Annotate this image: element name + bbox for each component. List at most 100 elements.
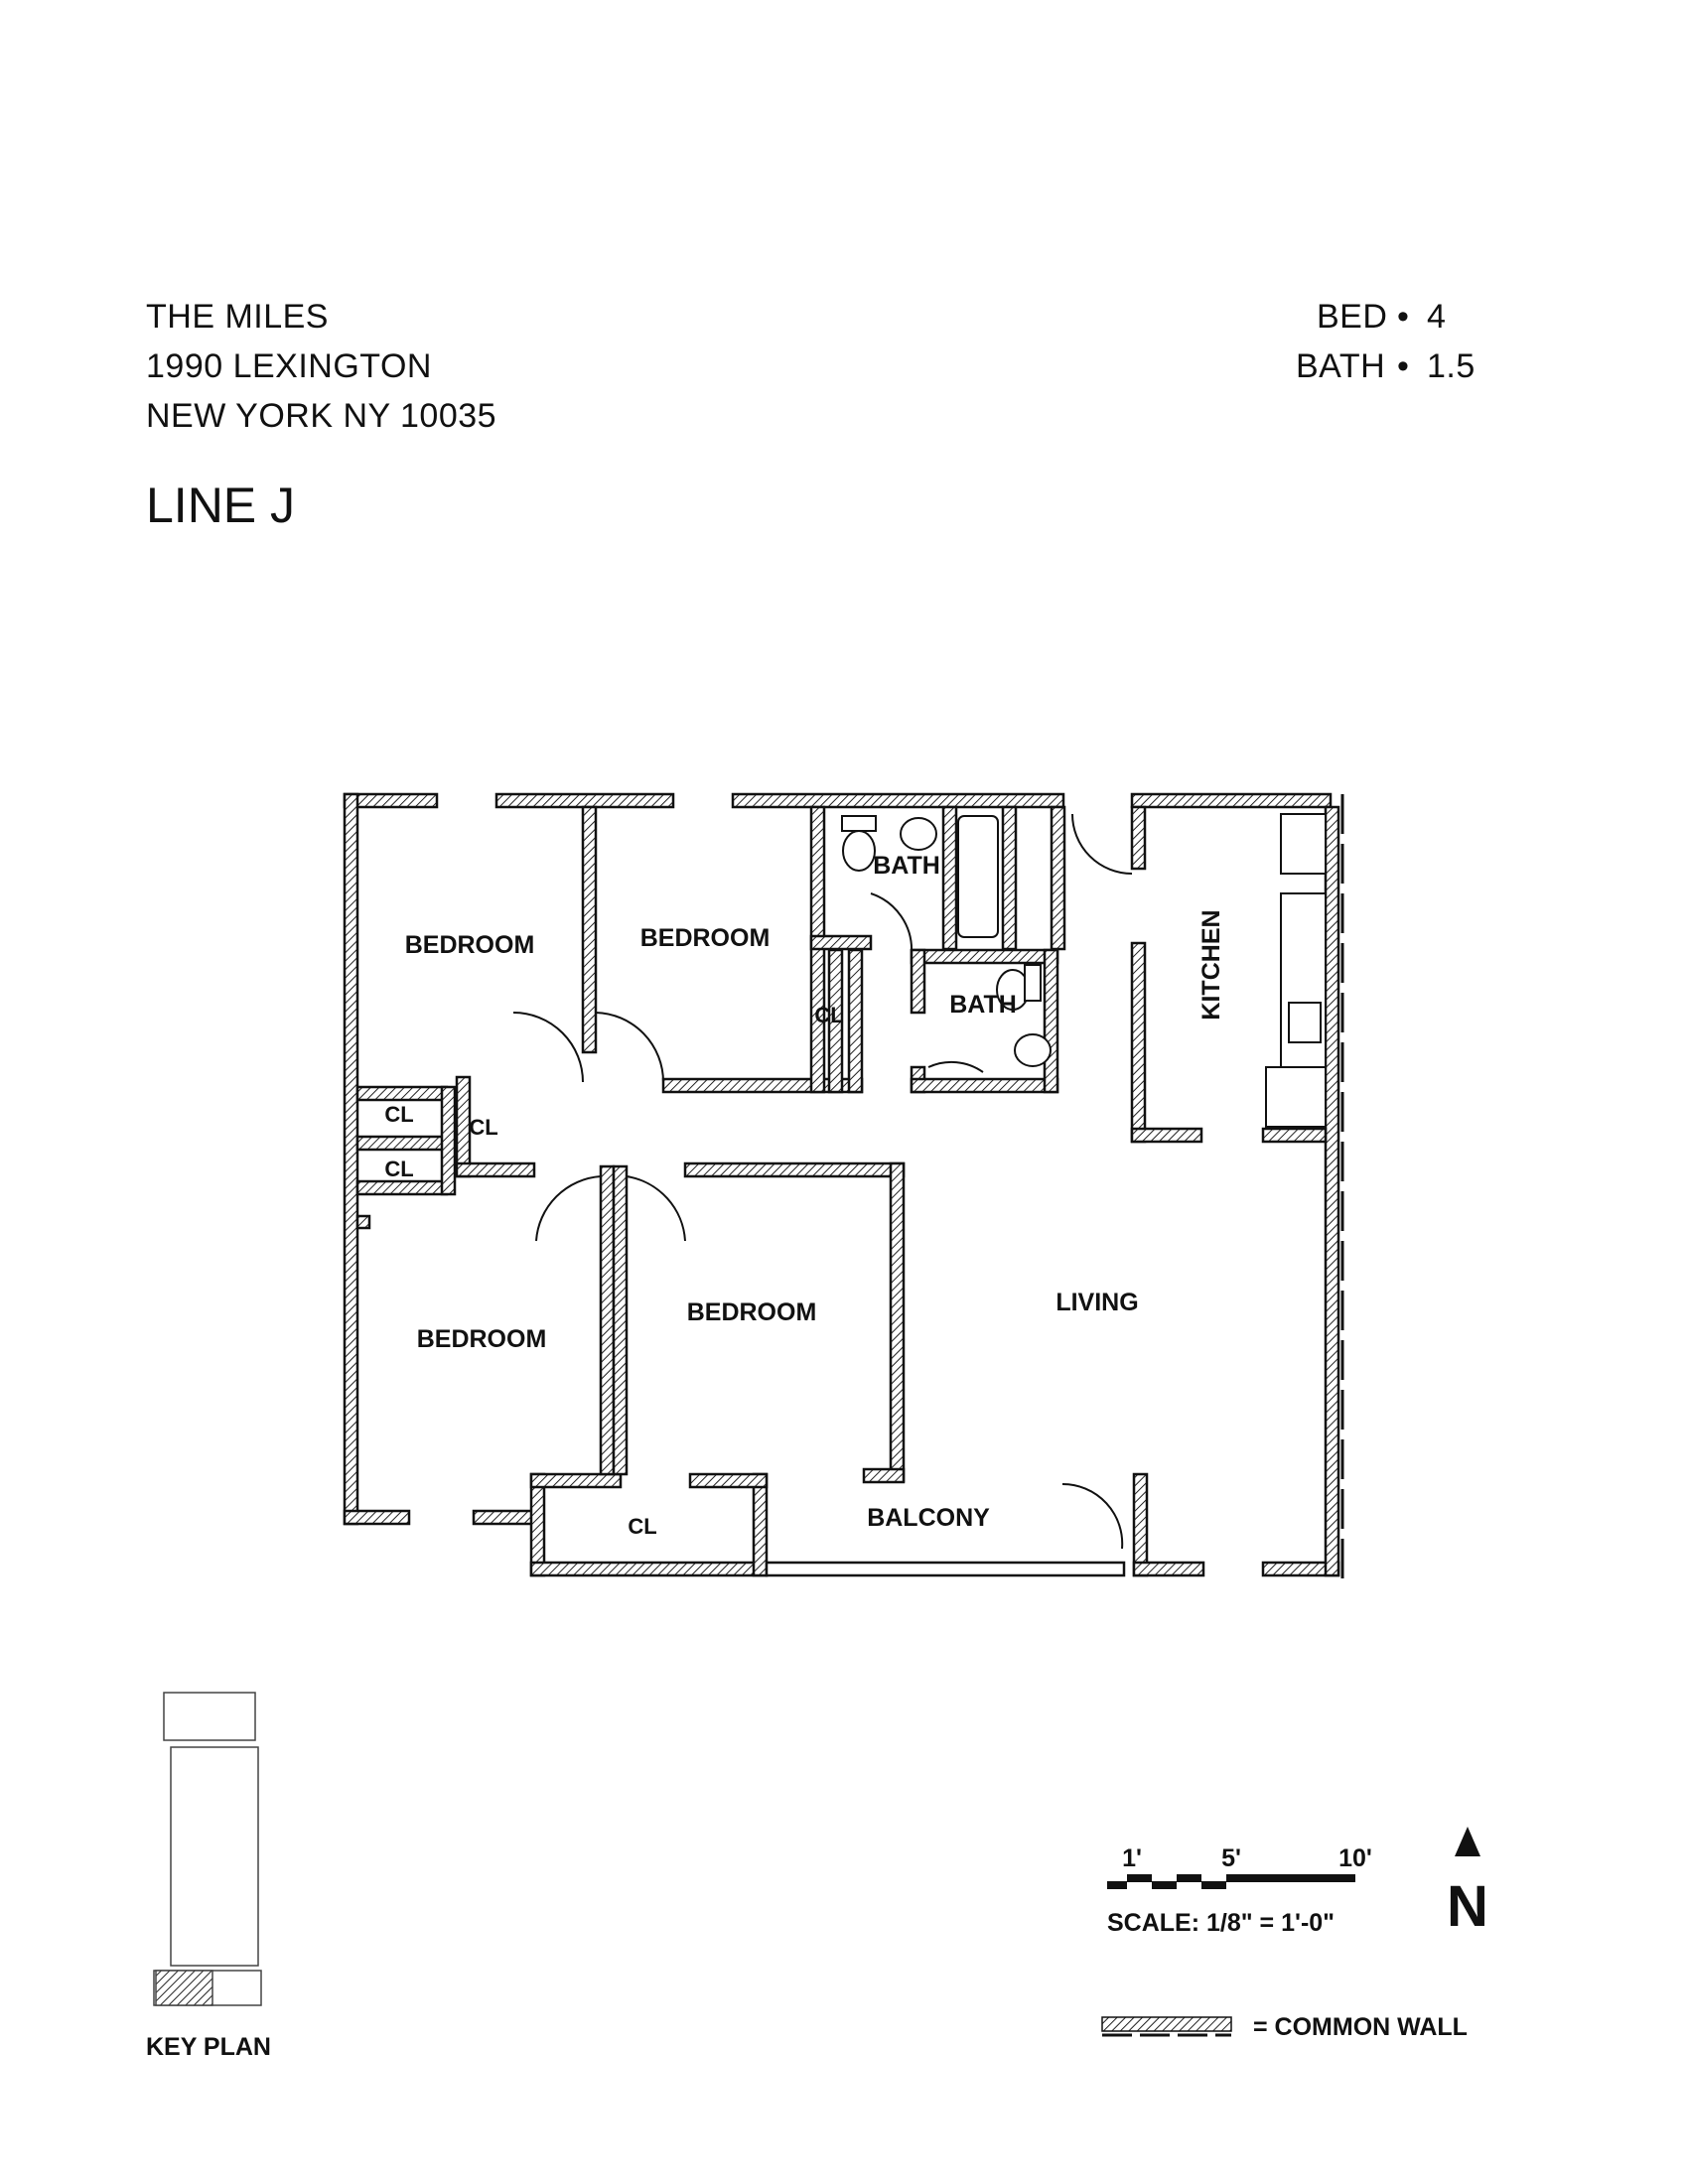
scale-tick-5: 5' [1221, 1844, 1241, 1872]
interior-wall [1050, 805, 1066, 951]
closet-wall [529, 1561, 769, 1577]
common-wall-right [1324, 805, 1340, 1577]
line-title: LINE J [146, 478, 296, 533]
door-swing [512, 1012, 584, 1083]
sink [900, 817, 937, 851]
exterior-wall [494, 792, 675, 809]
door-swing [1071, 813, 1133, 875]
balcony-rail [765, 1561, 1126, 1577]
fixtures [841, 813, 1327, 1128]
closet-wall [455, 1075, 472, 1178]
interior-wall [889, 1161, 906, 1483]
room-label-bedroom-s: BEDROOM [687, 1298, 817, 1326]
interior-wall [1043, 948, 1059, 1094]
exterior-wall [472, 1509, 535, 1526]
bed-separator: • [1397, 298, 1410, 336]
refrigerator [1265, 1066, 1327, 1128]
bed-count: 4 [1427, 298, 1447, 336]
door-swing [595, 1012, 664, 1083]
kitchen-wall [1261, 1127, 1328, 1144]
closet-wall [529, 1472, 546, 1577]
exterior-wall [1130, 792, 1333, 809]
door-swing [927, 1060, 984, 1073]
common-wall-legend: = COMMON WALL [1101, 2013, 1468, 2041]
kitchen-sink [1288, 1002, 1322, 1043]
interior-wall [683, 1161, 906, 1178]
room-label-living: LIVING [1055, 1289, 1138, 1316]
interior-wall [910, 948, 926, 1015]
room-label-closet: CL [384, 1102, 413, 1127]
scale-segment [1201, 1881, 1226, 1889]
north-arrow-icon [1455, 1827, 1480, 1856]
scale-tick-1: 1' [1122, 1844, 1142, 1872]
interior-wall [910, 1077, 1059, 1094]
bath-count: 1.5 [1427, 347, 1476, 385]
address-line-1: 1990 LEXINGTON [146, 347, 432, 385]
scale-segment [1177, 1874, 1201, 1882]
closet-wall [529, 1472, 623, 1489]
closet-wall [455, 1161, 536, 1178]
bath-label: BATH [1296, 347, 1386, 385]
room-label-closet: CL [384, 1157, 413, 1181]
room-label-closet: CL [469, 1115, 497, 1140]
scale-tick-10: 10' [1338, 1844, 1372, 1872]
key-plan [153, 1692, 262, 2006]
balcony-wall [1132, 1472, 1149, 1577]
interior-wall [862, 1467, 906, 1484]
door-swing [870, 892, 914, 954]
exterior-wall [343, 1509, 411, 1526]
door-swing [1061, 1482, 1124, 1550]
exterior-wall [1132, 1561, 1205, 1577]
key-plan-unit-highlight [155, 1970, 213, 2006]
interior-wall [1001, 805, 1018, 951]
interior-wall [809, 934, 873, 951]
room-label-closet: CL [814, 1003, 843, 1027]
scale-segment [1152, 1881, 1177, 1889]
scale-bar: 1' 5' 10' SCALE: 1/8" = 1'-0" [1107, 1844, 1372, 1937]
common-wall-swatch [1101, 2016, 1232, 2032]
north-arrow: N [1447, 1827, 1488, 1939]
scale-segment [1127, 1874, 1152, 1882]
kitchen-wall [1130, 805, 1147, 871]
room-label-closet: CL [628, 1514, 656, 1539]
north-label: N [1447, 1874, 1488, 1939]
stove [1280, 813, 1327, 875]
scale-text: SCALE: 1/8" = 1'-0" [1107, 1909, 1335, 1937]
toilet-tank [841, 815, 877, 832]
interior-wall [612, 1164, 629, 1476]
interior-wall [941, 805, 958, 951]
bath-separator: • [1397, 347, 1410, 385]
floor-plan [343, 792, 1344, 1578]
room-label-bedroom-nw: BEDROOM [405, 931, 535, 959]
building-name: THE MILES [146, 298, 329, 336]
room-label-kitchen: KITCHEN [1197, 909, 1225, 1020]
bed-label: BED [1317, 298, 1388, 336]
room-label-bedroom-n: BEDROOM [640, 924, 771, 952]
counter [1280, 892, 1327, 1083]
exterior-wall [343, 792, 359, 1526]
key-plan-outline [170, 1746, 259, 1967]
common-wall-legend-label: = COMMON WALL [1253, 2013, 1468, 2041]
interior-wall [581, 805, 598, 1054]
sink [1014, 1033, 1052, 1067]
door-swing [626, 1175, 686, 1242]
room-label-bedroom-sw: BEDROOM [417, 1325, 547, 1353]
closet-wall [355, 1214, 371, 1230]
interior-wall [599, 1164, 616, 1476]
kitchen-wall [1130, 1127, 1203, 1144]
closet-wall [688, 1472, 769, 1489]
kitchen-wall [1130, 941, 1147, 1144]
door-swing [535, 1175, 602, 1242]
closet-wall [355, 1179, 449, 1196]
interior-wall [910, 948, 1059, 965]
address-line-2: NEW YORK NY 10035 [146, 397, 497, 435]
room-label-bath-main: BATH [873, 852, 940, 880]
closet-wall [355, 1085, 449, 1102]
scale-segment [1226, 1874, 1355, 1882]
closet-wall [440, 1085, 457, 1196]
key-plan-outline [163, 1692, 256, 1741]
toilet [842, 830, 876, 872]
closet-wall [355, 1135, 449, 1152]
room-label-balcony: BALCONY [867, 1504, 990, 1532]
